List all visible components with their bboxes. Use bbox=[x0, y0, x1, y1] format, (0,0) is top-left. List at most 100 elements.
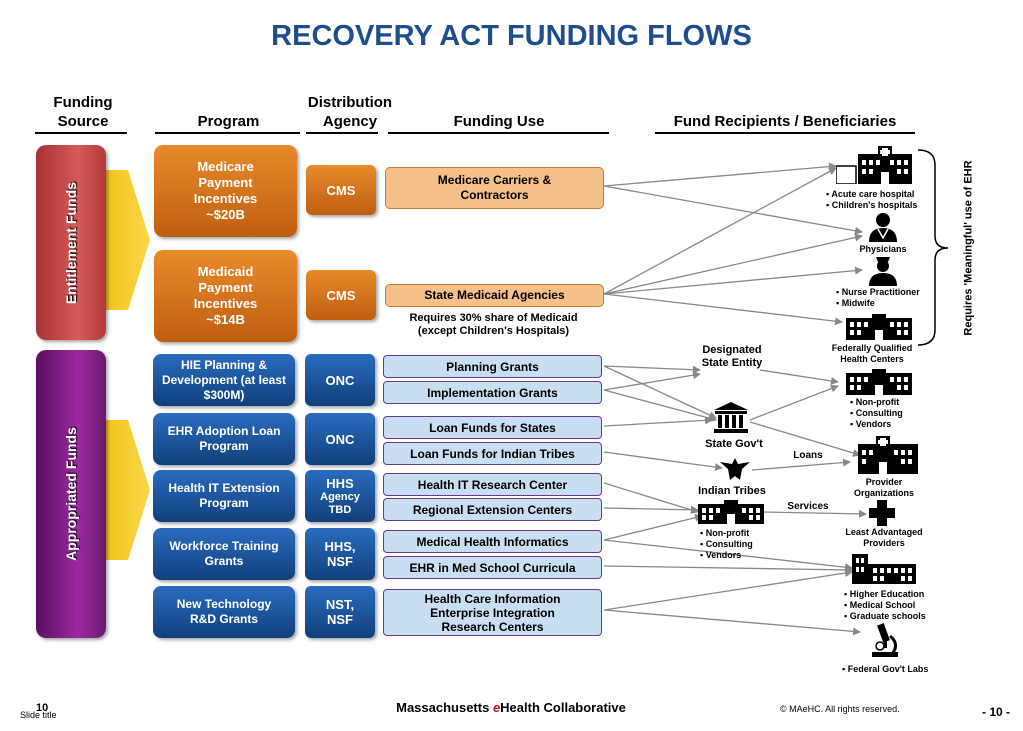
bullet-item: Nurse Practitioner bbox=[836, 287, 920, 298]
header-rule bbox=[655, 132, 915, 134]
use-informatics: Medical Health Informatics bbox=[383, 530, 602, 553]
agency-tbd-label: Agency TBD bbox=[320, 490, 360, 516]
labs-bullets: Federal Gov't Labs bbox=[842, 664, 929, 675]
header-recipients: Fund Recipients / Beneficiaries bbox=[673, 113, 897, 130]
meaningful-use-wrap: Requires 'Meaningful' use of EHR bbox=[958, 150, 980, 346]
indian-tribes-label: Indian Tribes bbox=[698, 485, 766, 497]
appropriated-funds-bar bbox=[36, 350, 106, 638]
nonprofit-bullets: Non-profit Consulting Vendors bbox=[850, 397, 903, 430]
slide-title: Slide title bbox=[20, 710, 57, 720]
header-rule bbox=[306, 132, 378, 134]
services-label: Services bbox=[787, 501, 829, 512]
nonprofit-building-icon bbox=[846, 369, 912, 395]
use-loan-states: Loan Funds for States bbox=[383, 416, 602, 439]
microscope-icon bbox=[866, 622, 902, 658]
agency-cms-medicaid: CMS bbox=[306, 270, 376, 320]
org-name-suffix: Health Collaborative bbox=[500, 700, 626, 715]
agency-hhs-tbd: HHS Agency TBD bbox=[305, 470, 375, 522]
use-research-center: Health IT Research Center bbox=[383, 473, 602, 496]
physician-icon bbox=[866, 212, 900, 242]
nurse-icon bbox=[866, 254, 900, 286]
eagle-icon bbox=[718, 456, 752, 484]
org-name-prefix: Massachusetts bbox=[396, 700, 493, 715]
program-new-tech-label: New Technology R&D Grants bbox=[176, 597, 272, 626]
bullet-item: Higher Education bbox=[844, 589, 926, 600]
bullet-item: Vendors bbox=[700, 550, 753, 561]
agency-hhs-nsf-label: HHS, NSF bbox=[324, 539, 356, 569]
entitlement-funds-label: Entitlement Funds bbox=[63, 181, 79, 304]
header-program: Program bbox=[197, 113, 260, 130]
hospital-bullets: Acute care hospital Children's hospitals bbox=[826, 189, 917, 211]
program-workforce: Workforce Training Grants bbox=[153, 528, 295, 580]
program-workforce-label: Workforce Training Grants bbox=[169, 539, 279, 568]
medical-cross-icon bbox=[868, 500, 896, 526]
health-center-icon bbox=[846, 314, 912, 340]
bullet-item: Non-profit bbox=[700, 528, 753, 539]
loans-label: Loans bbox=[793, 450, 823, 461]
state-gov-label: State Gov't bbox=[705, 438, 763, 450]
bullet-item: Vendors bbox=[850, 419, 903, 430]
agency-nst-nsf-label: NST, NSF bbox=[325, 597, 355, 627]
header-funding-use: Funding Use bbox=[453, 113, 545, 130]
program-new-tech: New Technology R&D Grants bbox=[153, 586, 295, 638]
program-extension-label: Health IT Extension Program bbox=[168, 481, 280, 510]
use-state-medicaid: State Medicaid Agencies bbox=[385, 284, 604, 307]
university-building-icon bbox=[852, 554, 916, 584]
program-hie: HIE Planning & Development (at least $30… bbox=[153, 354, 295, 406]
use-planning-grants: Planning Grants bbox=[383, 355, 602, 378]
fqhc-label: Federally Qualified Health Centers bbox=[831, 343, 913, 364]
use-medicare-carriers-label: Medicare Carriers & Contractors bbox=[437, 173, 552, 202]
intermediary-bullets: Non-profit Consulting Vendors bbox=[700, 528, 753, 561]
header-rule bbox=[35, 132, 127, 134]
appropriated-chevron bbox=[104, 420, 150, 560]
office-building-icon bbox=[698, 500, 764, 524]
agency-nst-nsf: NST, NSF bbox=[305, 586, 375, 638]
appropriated-label-wrap: Appropriated Funds bbox=[36, 350, 106, 638]
use-enterprise-integration: Health Care Information Enterprise Integ… bbox=[383, 589, 602, 636]
use-implementation-grants: Implementation Grants bbox=[383, 381, 602, 404]
use-regional-extension: Regional Extension Centers bbox=[383, 498, 602, 521]
bullet-item: Children's hospitals bbox=[826, 200, 918, 211]
bullet-item: Consulting bbox=[700, 539, 753, 550]
appropriated-funds-label: Appropriated Funds bbox=[63, 427, 79, 561]
header-distribution-agency: Distribution Agency bbox=[307, 94, 393, 130]
agency-hhs-label: HHS bbox=[326, 475, 354, 491]
bullet-item: Medical School bbox=[844, 600, 926, 611]
program-medicaid-label: Medicaid Payment Incentives ~$14B bbox=[193, 264, 258, 327]
program-ehr-loan-label: EHR Adoption Loan Program bbox=[167, 424, 281, 453]
org-name-e: e bbox=[492, 700, 501, 715]
bullet-item: Midwife bbox=[836, 298, 920, 309]
page-title: RECOVERY ACT FUNDING FLOWS bbox=[271, 20, 752, 52]
header-rule bbox=[388, 132, 609, 134]
least-advantaged-label: Least Advantaged Providers bbox=[845, 527, 923, 548]
agency-onc-hie: ONC bbox=[305, 354, 375, 406]
page-number: - 10 - bbox=[981, 705, 1010, 719]
designated-state-entity: Designated State Entity bbox=[701, 344, 763, 369]
provider-orgs-label: Provider Organizations bbox=[853, 477, 914, 498]
bullet-item: Non-profit bbox=[850, 397, 903, 408]
copyright: © MAeHC. All rights reserved. bbox=[780, 704, 900, 714]
program-medicare-label: Medicare Payment Incentives ~$20B bbox=[193, 159, 258, 222]
use-medicare-carriers: Medicare Carriers & Contractors bbox=[385, 167, 604, 209]
physicians-label: Physicians bbox=[859, 244, 907, 254]
slide-number: 10 bbox=[36, 702, 49, 714]
agency-cms-medicare: CMS bbox=[306, 165, 376, 215]
use-loan-tribes: Loan Funds for Indian Tribes bbox=[383, 442, 602, 465]
program-ehr-loan: EHR Adoption Loan Program bbox=[153, 413, 295, 465]
use-enterprise-label: Health Care Information Enterprise Integ… bbox=[424, 591, 561, 634]
bullet-item: Consulting bbox=[850, 408, 903, 419]
entitlement-chevron bbox=[104, 170, 150, 310]
hospital-icon bbox=[836, 146, 912, 184]
program-hie-label: HIE Planning & Development (at least $30… bbox=[161, 357, 287, 402]
meaningful-use-bracket bbox=[917, 149, 949, 346]
provider-org-icon bbox=[850, 436, 918, 474]
education-bullets: Higher Education Medical School Graduate… bbox=[844, 589, 926, 622]
medicaid-note: Requires 30% share of Medicaid (except C… bbox=[409, 312, 578, 337]
meaningful-use-label: Requires 'Meaningful' use of EHR bbox=[963, 160, 976, 336]
use-curricula: EHR in Med School Curricula bbox=[383, 556, 602, 579]
header-rule bbox=[155, 132, 300, 134]
program-extension: Health IT Extension Program bbox=[153, 470, 295, 522]
bullet-item: Graduate schools bbox=[844, 611, 926, 622]
entitlement-funds-bar bbox=[36, 145, 106, 340]
